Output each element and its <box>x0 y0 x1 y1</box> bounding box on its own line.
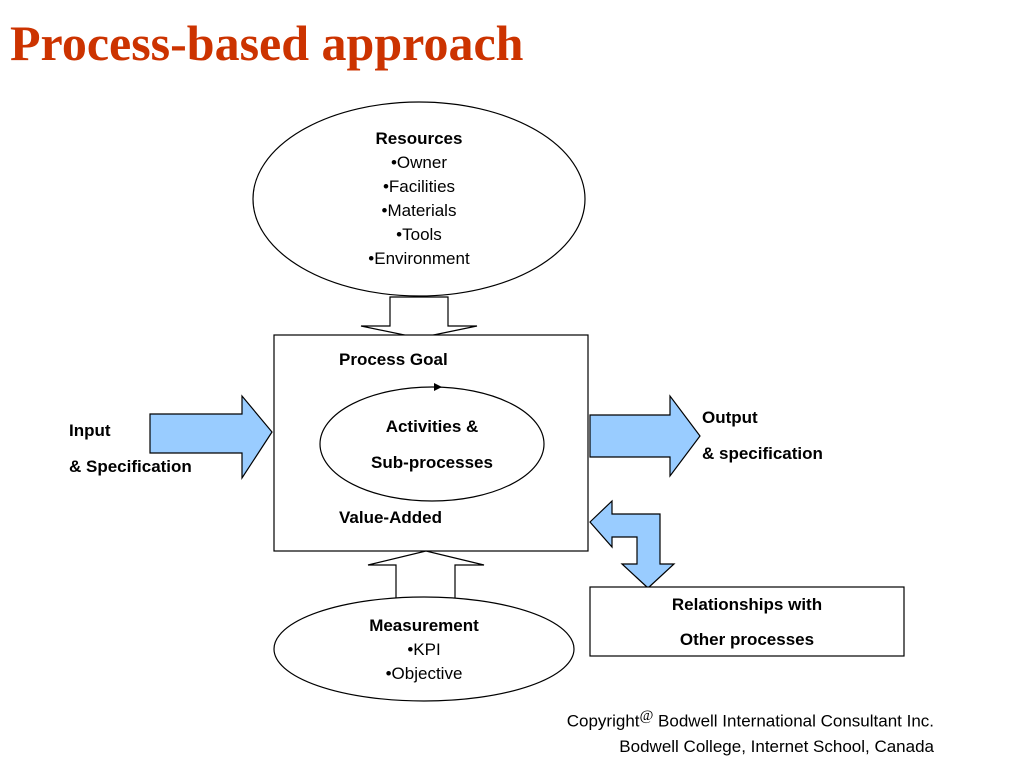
output-line1: Output <box>702 408 758 427</box>
resources-item-environment: •Environment <box>368 249 470 268</box>
relationships-box <box>589 586 905 657</box>
activities-loop-arrowhead <box>434 383 442 391</box>
copyright: Copyright@ Bodwell International Consult… <box>567 704 934 759</box>
input-line1: Input <box>69 421 111 440</box>
copyright-org: Bodwell International Consultant Inc. <box>653 711 934 731</box>
resources-heading: Resources <box>375 129 463 148</box>
copyright-line1: Copyright@ Bodwell International Consult… <box>567 704 934 734</box>
relationships-line2: Other processes <box>679 630 815 649</box>
activities-line2: Sub-processes <box>371 453 493 472</box>
copyright-symbol: @ <box>639 708 654 724</box>
relationships-line1: Relationships with <box>671 595 823 614</box>
activities-ellipse <box>319 386 545 502</box>
measurement-ellipse <box>273 596 575 702</box>
activities-line1: Activities & <box>385 417 479 436</box>
copyright-line2: Bodwell College, Internet School, Canada <box>619 736 934 756</box>
resources-item-tools: •Tools <box>396 225 442 244</box>
input-arrow <box>149 394 273 481</box>
input-line2: & Specification <box>69 457 192 476</box>
value-added: Value-Added <box>339 508 442 527</box>
resources-item-facilities: •Facilities <box>382 177 456 196</box>
output-arrow <box>589 394 701 478</box>
measurement-heading: Measurement <box>369 616 479 635</box>
measurement-text: Measurement •KPI •Objective <box>324 614 524 686</box>
resources-item-owner: •Owner <box>390 153 448 172</box>
measurement-item-objective: •Objective <box>385 664 463 683</box>
copyright-prefix: Copyright <box>566 711 640 731</box>
resources-item-materials: •Materials <box>381 201 457 220</box>
resources-ellipse <box>252 101 586 297</box>
page-title: Process-based approach <box>10 15 524 71</box>
measurement-up-arrow <box>367 550 485 601</box>
output-line2: & specification <box>702 444 823 463</box>
relationships-bent-arrow <box>589 499 676 589</box>
measurement-item-kpi: •KPI <box>407 640 441 659</box>
resources-text: Resources •Owner •Facilities •Materials … <box>319 127 519 271</box>
process-goal: Process Goal <box>339 350 448 369</box>
resources-down-arrow <box>360 296 478 339</box>
